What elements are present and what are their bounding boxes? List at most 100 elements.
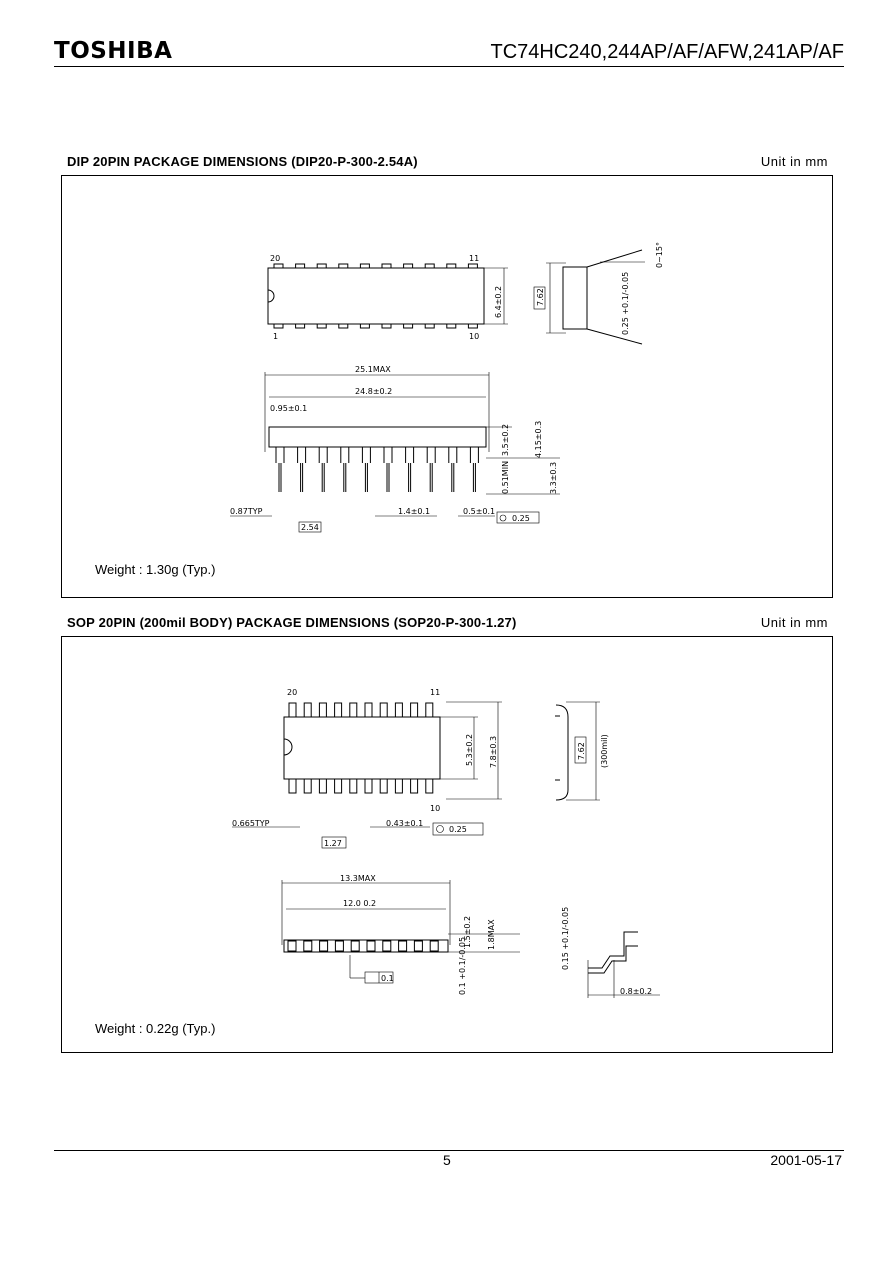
sop-top-pin xyxy=(364,702,373,718)
sop-body-label: 5.3±0.2 xyxy=(465,734,474,766)
dip-h2-label: 4.15±0.3 xyxy=(534,421,543,458)
dip-pin20-label: 20 xyxy=(270,254,280,263)
sop-bottom-pin xyxy=(364,778,373,794)
sop-len-label: 12.0 0.2 xyxy=(343,899,376,908)
dip-pitch-label: 2.54 xyxy=(301,523,319,532)
sop-top-pin xyxy=(288,702,297,718)
sop-top-pin xyxy=(410,702,419,718)
dip-bottom-pin xyxy=(316,323,327,329)
sop-front-view: 13.3MAX 12.0 0.2 1.5±0.2 1.8MAX 0.1 +0.1… xyxy=(281,874,520,995)
dip-top-pin xyxy=(403,263,414,269)
sop-bottom-pin xyxy=(394,778,403,794)
sop-end-view: 7.62 (300mil) xyxy=(555,701,609,801)
page-number: 5 xyxy=(443,1152,451,1168)
dip-len-label: 24.8±0.2 xyxy=(355,387,392,396)
dip-tol-label: 0.25 xyxy=(512,514,530,523)
sop-bottom-pin xyxy=(349,778,358,794)
dip-top-pin xyxy=(338,263,349,269)
sop-front-pin xyxy=(287,940,297,952)
dip-bottom-pin xyxy=(424,323,435,329)
dip-bottom-pin xyxy=(359,323,370,329)
part-number-title: TC74HC240,244AP/AF/AFW,241AP/AF xyxy=(490,41,845,63)
dip-front-view: 25.1MAX 24.8±0.2 0.95±0.1 3.5±0.2 4.15±0… xyxy=(230,365,560,533)
sop-drawing-frame: Weight : 0.22g (Typ.) xyxy=(61,636,833,1053)
dip-width-label: 6.4±0.2 xyxy=(494,286,503,318)
sop-top-pin xyxy=(425,702,434,718)
dip-bottom-pin xyxy=(295,323,306,329)
sop-h2-label: 1.8MAX xyxy=(487,919,496,950)
sop-bottom-pin xyxy=(425,778,434,794)
dip-pin1-label: 1 xyxy=(273,332,278,341)
sop-top-view: 20 11 10 5.3±0.2 7.8±0.3 0.665TYP 1.27 0… xyxy=(232,688,502,849)
dip-bottom-pin xyxy=(338,323,349,329)
dip-h1-label: 3.5±0.2 xyxy=(501,424,510,456)
dip-len-max-label: 25.1MAX xyxy=(355,365,391,374)
dip-h3-label: 3.3±0.3 xyxy=(549,462,558,494)
header-rule xyxy=(54,66,844,67)
dip-unit-label: Unit in mm xyxy=(760,154,828,169)
sop-typ-label: 0.665TYP xyxy=(232,819,270,828)
sop-tol-label: 0.25 xyxy=(449,825,467,834)
dip-top-pin xyxy=(316,263,327,269)
footer-rule xyxy=(54,1150,844,1151)
dip-top-pin xyxy=(446,263,457,269)
sop-top-pin xyxy=(318,702,327,718)
dip-end-view: 7.62 0~15° 0.25 +0.1/-0.05 xyxy=(533,242,664,345)
sop-front-pin xyxy=(429,940,439,952)
dip-drawing-frame: Weight : 1.30g (Typ.) xyxy=(61,175,833,598)
dip-section-title: DIP 20PIN PACKAGE DIMENSIONS (DIP20-P-30… xyxy=(67,154,418,169)
dip-span-label: 7.62 xyxy=(536,288,545,306)
dip-top-pin xyxy=(424,263,435,269)
dip-bottom-pin xyxy=(467,323,478,329)
dip-min-label: 0.51MIN xyxy=(501,461,510,494)
dip-top-pin xyxy=(381,263,392,269)
sop-pin20-label: 20 xyxy=(287,688,297,697)
sop-total-label: 7.8±0.3 xyxy=(489,736,498,768)
dip-bottom-pin xyxy=(446,323,457,329)
sop-top-pin xyxy=(394,702,403,718)
sop-unit-label: Unit in mm xyxy=(760,615,828,630)
dip-bottom-pin xyxy=(381,323,392,329)
sop-lead-t-label: 0.15 +0.1/-0.05 xyxy=(561,907,570,970)
sop-front-pin xyxy=(413,940,423,952)
sop-front-pin xyxy=(382,940,392,952)
sop-lead-w-label: 0.43±0.1 xyxy=(386,819,423,828)
sop-section-title: SOP 20PIN (200mil BODY) PACKAGE DIMENSIO… xyxy=(67,615,517,630)
sop-top-pin xyxy=(379,702,388,718)
dip-pin11-label: 11 xyxy=(469,254,479,263)
sop-bottom-pin xyxy=(334,778,343,794)
dip-top-view: 20 11 1 10 6.4±0.2 xyxy=(267,254,508,341)
sop-bottom-pin xyxy=(303,778,312,794)
sop-bottom-pin xyxy=(379,778,388,794)
sop-top-pin xyxy=(334,702,343,718)
sop-len-max-label: 13.3MAX xyxy=(340,874,376,883)
sop-pin10-label: 10 xyxy=(430,804,440,813)
sop-standoff-label: 0.1 +0.1/-0.05 xyxy=(458,937,467,995)
sop-bottom-pin xyxy=(318,778,327,794)
sop-front-pin xyxy=(350,940,360,952)
dip-top-pin xyxy=(295,263,306,269)
dip-end-label: 0.95±0.1 xyxy=(270,404,307,413)
dip-bottom-pin xyxy=(403,323,414,329)
sop-top-pin xyxy=(303,702,312,718)
sop-foot-label: 0.8±0.2 xyxy=(620,987,652,996)
dip-typ-label: 0.87TYP xyxy=(230,507,263,516)
dip-angle-label: 0~15° xyxy=(655,242,664,268)
sop-pin11-label: 11 xyxy=(430,688,440,697)
dip-w1-label: 1.4±0.1 xyxy=(398,507,430,516)
sop-flat-label: 0.1 xyxy=(381,974,394,983)
sop-front-pin xyxy=(398,940,408,952)
brand-logo: TOSHIBA xyxy=(54,38,173,64)
dip-top-pin xyxy=(467,263,478,269)
dip-bottom-pin xyxy=(273,323,284,329)
dip-top-pin xyxy=(273,263,284,269)
sop-front-pin xyxy=(303,940,313,952)
sop-mil-label: (300mil) xyxy=(600,734,609,768)
dip-w2-label: 0.5±0.1 xyxy=(463,507,495,516)
dip-lead-thk-label: 0.25 +0.1/-0.05 xyxy=(621,272,630,335)
sop-pitch-label: 1.27 xyxy=(324,839,342,848)
sop-front-pin xyxy=(334,940,344,952)
sop-lead-detail: 0.8±0.2 0.15 +0.1/-0.05 xyxy=(561,907,660,998)
